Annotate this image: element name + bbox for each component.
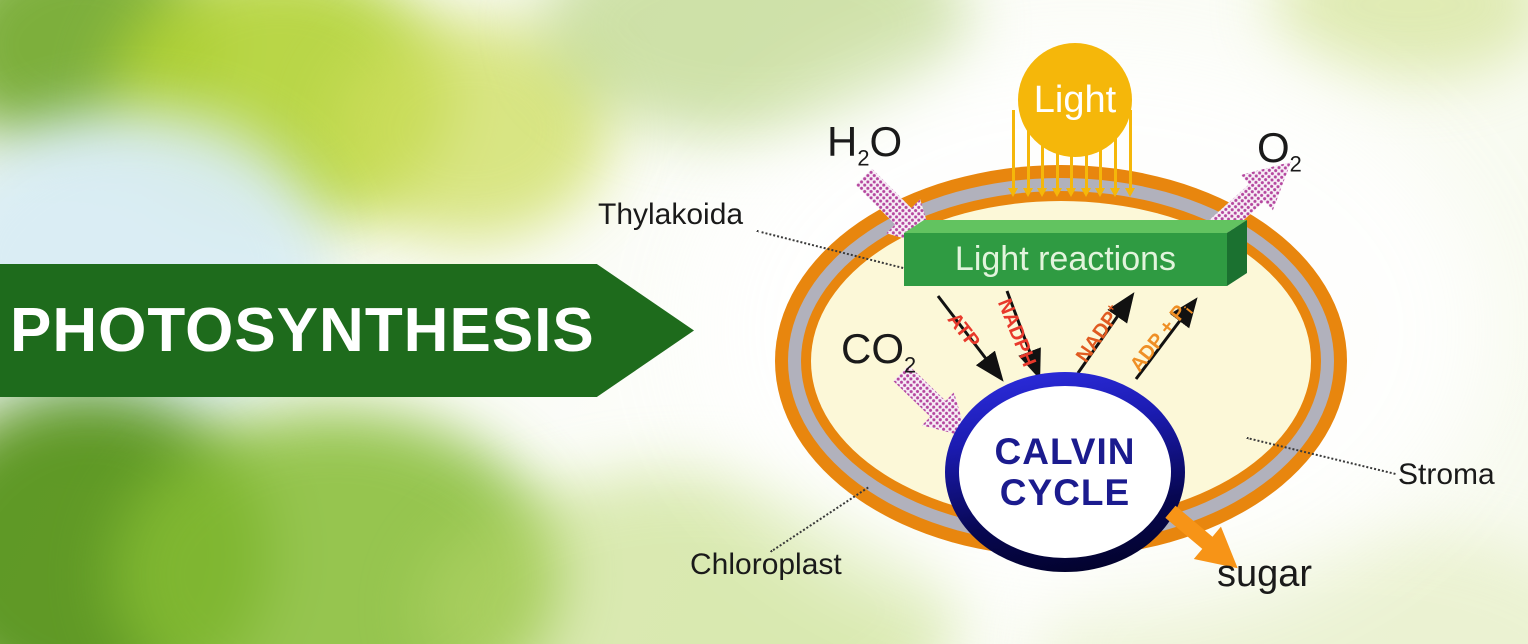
title-banner-arrow: PHOTOSYNTHESIS [0, 264, 694, 397]
light-reactions-box-front: Light reactions [904, 233, 1227, 286]
h2o-label: H2O [827, 118, 903, 171]
light-ray [1037, 110, 1047, 197]
o2-subscript: 2 [1289, 151, 1302, 177]
thylakoid-label: Thylakoida [598, 198, 744, 231]
light-ray [1110, 110, 1120, 197]
light-ray [1125, 110, 1135, 197]
carrier-arrows [936, 290, 1198, 382]
stroma-label: Stroma [1398, 458, 1495, 491]
co2-label: CO2 [841, 325, 917, 378]
calvin-line2: CYCLE [999, 472, 1131, 513]
light-label: Light [1033, 78, 1117, 121]
co2-subscript: 2 [904, 352, 917, 378]
atp-arrow [936, 295, 1004, 382]
adp-pi-arrow [1134, 297, 1198, 380]
light-reactions-box-side [1227, 220, 1247, 286]
nadph-arrow [1005, 290, 1041, 380]
o2-label: O2 [1257, 124, 1302, 177]
h2o-subscript: 2 [857, 145, 870, 171]
page-title: PHOTOSYNTHESIS [10, 296, 595, 365]
chloroplast-label: Chloroplast [690, 548, 842, 581]
calvin-cycle-circle: CALVIN CYCLE [945, 372, 1185, 572]
light-ray [1023, 110, 1033, 197]
light-reactions-box-top [904, 220, 1247, 233]
background-leaf-blob [1270, 0, 1528, 80]
light-reactions-label: Light reactions [954, 240, 1177, 278]
light-source-circle: Light [1018, 43, 1132, 157]
nadp-arrow [1076, 292, 1135, 374]
light-ray [1008, 110, 1018, 197]
light-reactions-box: Light reactions [904, 220, 1247, 286]
sugar-label: sugar [1217, 553, 1313, 595]
calvin-line1: CALVIN [994, 430, 1136, 472]
calvin-cycle-inner: CALVIN CYCLE [959, 386, 1171, 558]
